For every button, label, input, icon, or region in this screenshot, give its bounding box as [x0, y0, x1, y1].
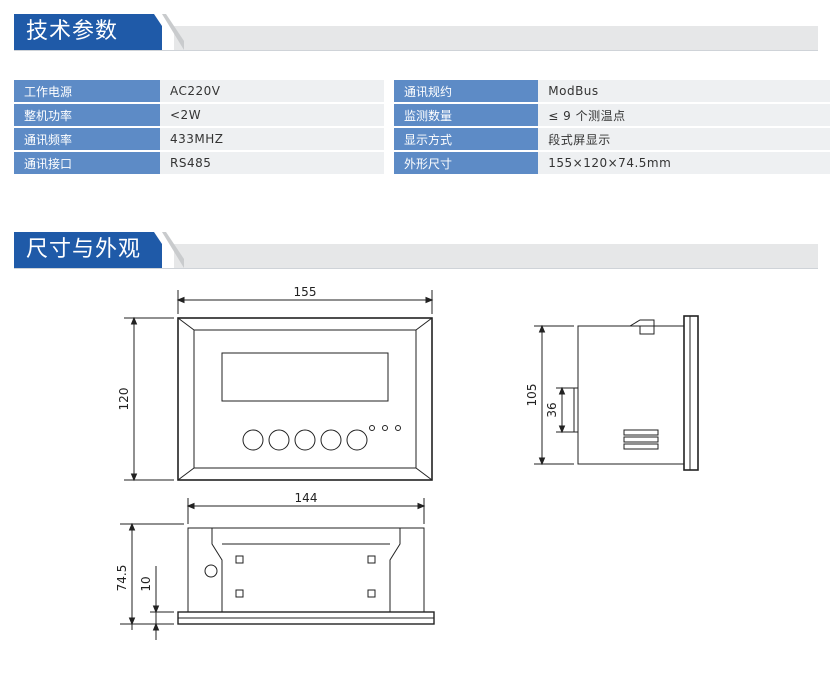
spec-value: ModBus	[538, 80, 830, 102]
front-view	[124, 290, 434, 482]
dim-bottom-depth: 74.5	[115, 565, 129, 592]
spec-key: 监测数量	[394, 104, 539, 126]
dim-bottom-width: 144	[295, 491, 318, 505]
spec-key: 显示方式	[394, 128, 539, 150]
indicator-led	[369, 425, 375, 431]
spec-key: 外形尺寸	[394, 152, 539, 174]
spec-value: 155×120×74.5mm	[538, 152, 830, 174]
button-circle	[242, 429, 264, 451]
table-row: 工作电源 AC220V	[14, 80, 384, 102]
dim-side-inner: 36	[545, 402, 559, 417]
header-band	[174, 244, 818, 268]
bottom-view	[120, 498, 435, 640]
spec-value: 段式屏显示	[538, 128, 830, 150]
table-row: 监测数量 ≤ 9 个测温点	[394, 104, 830, 126]
dim-side-height: 105	[525, 384, 539, 407]
header-tab	[14, 232, 162, 268]
screw-hole	[204, 564, 218, 578]
spec-table-left: 工作电源 AC220V 整机功率 <2W 通讯频率 433MHZ 通讯接口 RS…	[14, 78, 384, 176]
table-row: 整机功率 <2W	[14, 104, 384, 126]
section-title-tech: 技术参数	[26, 19, 119, 44]
spec-value: AC220V	[160, 80, 384, 102]
button-circle	[294, 429, 316, 451]
button-circle	[346, 429, 368, 451]
display-window	[221, 352, 389, 402]
spec-key: 整机功率	[14, 104, 160, 126]
section-title-dimensions: 尺寸与外观	[26, 237, 142, 262]
button-circle	[268, 429, 290, 451]
spec-value: 433MHZ	[160, 128, 384, 150]
dim-front-width: 155	[294, 285, 317, 299]
spec-value: RS485	[160, 152, 384, 174]
section-header-tech: 技术参数	[14, 14, 818, 51]
button-circle	[320, 429, 342, 451]
spec-key: 通讯频率	[14, 128, 160, 150]
spec-key: 工作电源	[14, 80, 160, 102]
divider	[14, 50, 818, 51]
section-header-dimensions: 尺寸与外观	[14, 232, 818, 269]
header-band	[174, 26, 818, 50]
dim-bottom-lip: 10	[139, 576, 153, 591]
table-row: 通讯接口 RS485	[14, 152, 384, 174]
header-tab	[14, 14, 162, 50]
table-row: 通讯规约 ModBus	[394, 80, 830, 102]
divider	[14, 268, 818, 269]
spec-key: 通讯规约	[394, 80, 539, 102]
dim-front-height: 120	[117, 388, 131, 411]
side-view	[534, 315, 699, 471]
indicator-led	[395, 425, 401, 431]
table-row: 显示方式 段式屏显示	[394, 128, 830, 150]
spec-key: 通讯接口	[14, 152, 160, 174]
table-row: 外形尺寸 155×120×74.5mm	[394, 152, 830, 174]
spec-value: ≤ 9 个测温点	[538, 104, 830, 126]
table-row: 通讯频率 433MHZ	[14, 128, 384, 150]
spec-table-right: 通讯规约 ModBus 监测数量 ≤ 9 个测温点 显示方式 段式屏显示 外形尺…	[394, 78, 830, 176]
indicator-led	[382, 425, 388, 431]
spec-value: <2W	[160, 104, 384, 126]
